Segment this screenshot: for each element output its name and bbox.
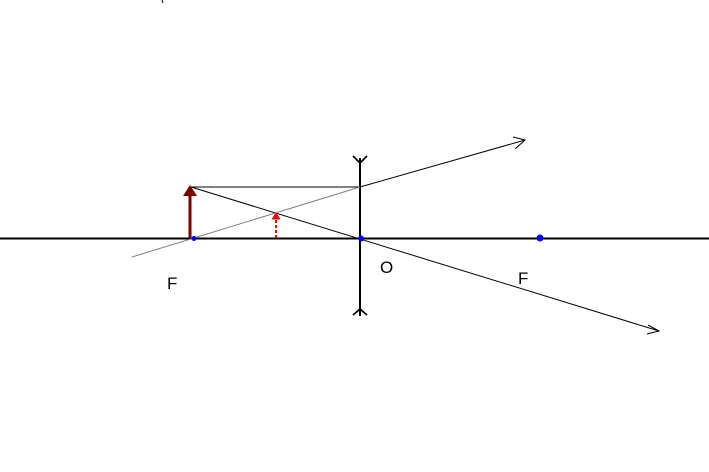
stray-mark bbox=[161, 0, 164, 4]
image-arrow-head bbox=[271, 212, 281, 220]
image-arrow bbox=[271, 212, 281, 238]
point-focus-left bbox=[191, 236, 197, 241]
object-arrow bbox=[183, 185, 197, 238]
ray-virtual-extension bbox=[131, 186, 361, 258]
lens-top-tip bbox=[352, 155, 368, 165]
ray-diverged-arrowhead bbox=[512, 136, 527, 150]
object-arrow-head bbox=[183, 185, 197, 196]
point-focus-right bbox=[536, 234, 544, 242]
label-optical-center: O bbox=[380, 258, 393, 277]
label-focus-right: F bbox=[518, 269, 528, 288]
lens-bottom-tip bbox=[352, 307, 368, 316]
ray-through-center-arrowhead bbox=[646, 324, 661, 335]
ray-through-center bbox=[190, 186, 660, 332]
ray-diverged bbox=[359, 139, 526, 188]
point-optical-center bbox=[358, 235, 364, 242]
label-focus-left: F bbox=[167, 274, 177, 293]
